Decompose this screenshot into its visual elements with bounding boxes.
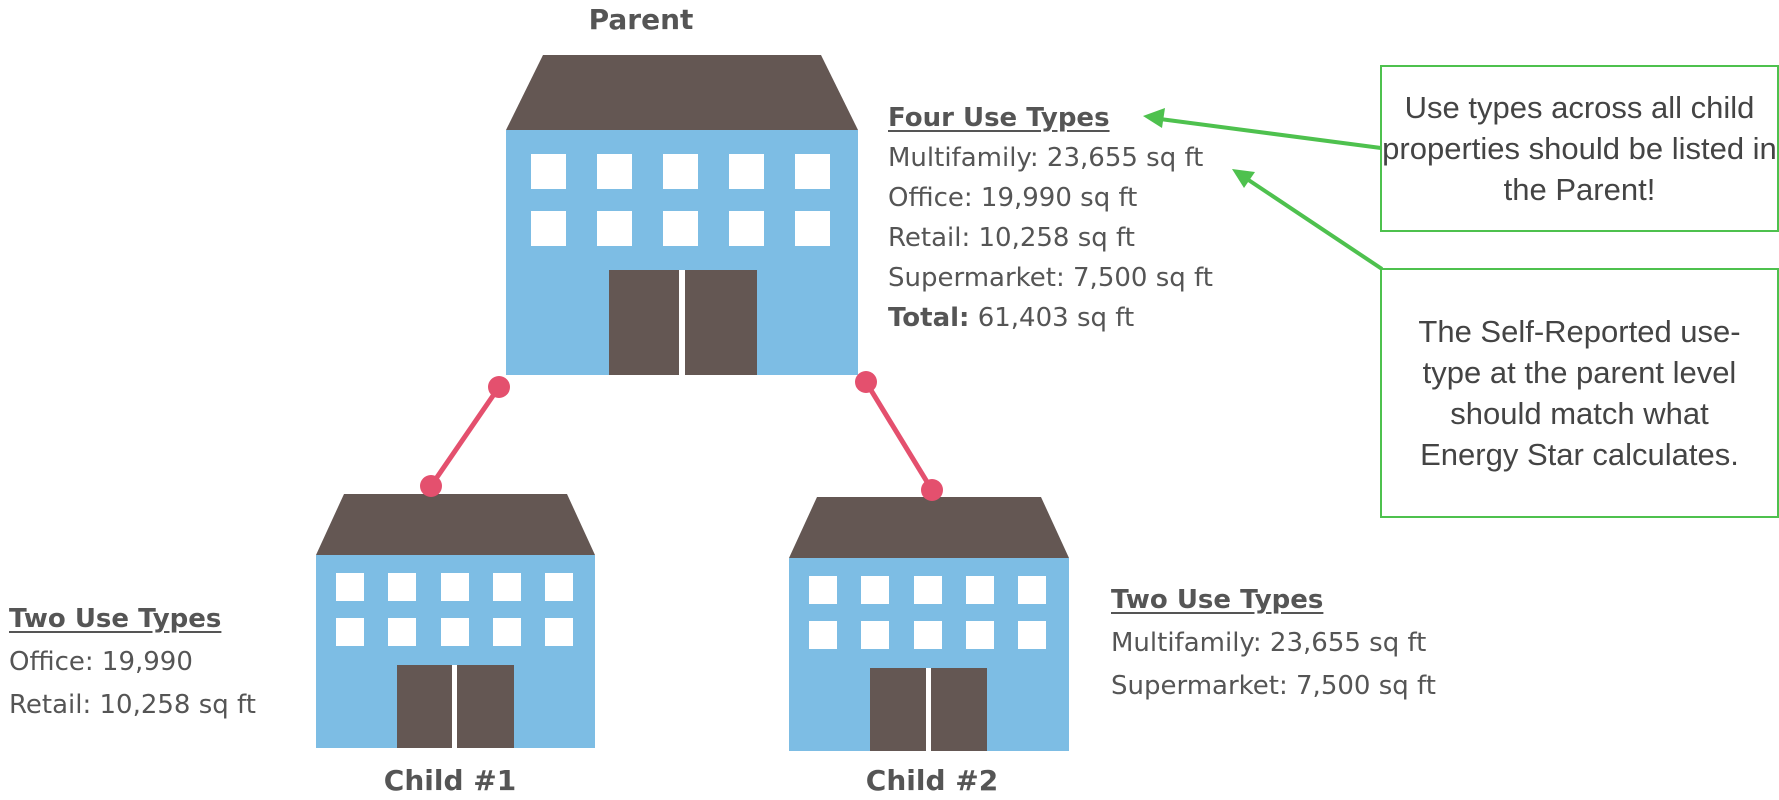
window	[861, 576, 889, 604]
window	[493, 618, 521, 646]
connector-dot	[921, 479, 943, 501]
connector-dot	[420, 475, 442, 497]
connector-dot	[855, 371, 877, 393]
window	[336, 573, 364, 601]
window	[388, 573, 416, 601]
parent-roof	[506, 55, 858, 130]
window	[729, 211, 764, 246]
window	[336, 618, 364, 646]
child2-building	[789, 497, 1069, 751]
window	[663, 154, 698, 189]
window	[531, 211, 566, 246]
use-row: Retail: 10,258 sq ft	[888, 223, 1135, 253]
window	[795, 154, 830, 189]
arrow-note1-to-heading	[1143, 108, 1382, 150]
child2-roof	[789, 497, 1069, 558]
child1-use-types: Two Use Types Office: 19,990 Retail: 10,…	[9, 598, 256, 727]
connector-parent-child1	[420, 376, 510, 497]
parent-building	[506, 55, 858, 375]
child2-windows	[809, 576, 1046, 649]
note-self-reported-match: The Self-Reported use-type at the parent…	[1380, 268, 1779, 518]
parent-title: Parent	[588, 3, 694, 36]
window	[1018, 621, 1046, 649]
window	[531, 154, 566, 189]
window	[729, 154, 764, 189]
window	[545, 573, 573, 601]
child1-use-heading: Two Use Types	[9, 604, 222, 634]
parent-windows	[531, 154, 830, 246]
child1-roof	[316, 494, 595, 555]
parent-use-types: Four Use Types Multifamily: 23,655 sq ft…	[888, 98, 1213, 338]
child2-door	[870, 668, 987, 751]
window	[795, 211, 830, 246]
parent-use-heading: Four Use Types	[888, 103, 1110, 133]
child2-use-types: Two Use Types Multifamily: 23,655 sq ft …	[1111, 579, 1436, 708]
window	[388, 618, 416, 646]
window	[966, 621, 994, 649]
window	[441, 618, 469, 646]
note-list-all-use-types: Use types across all child properties sh…	[1380, 65, 1779, 232]
connector-parent-child2	[855, 371, 943, 501]
use-row: Office: 19,990	[9, 647, 193, 677]
connector-dot	[488, 376, 510, 398]
window	[441, 573, 469, 601]
window	[597, 154, 632, 189]
use-row: Multifamily: 23,655 sq ft	[1111, 628, 1427, 658]
window	[809, 576, 837, 604]
total-row: Total: 61,403 sq ft	[888, 303, 1135, 333]
child1-title: Child #1	[383, 764, 517, 797]
child1-windows	[336, 573, 573, 646]
window	[597, 211, 632, 246]
window	[1018, 576, 1046, 604]
window	[809, 621, 837, 649]
arrow-note2-to-parent-uses	[1232, 169, 1384, 271]
window	[493, 573, 521, 601]
use-row: Office: 19,990 sq ft	[888, 183, 1138, 213]
window	[663, 211, 698, 246]
use-row: Multifamily: 23,655 sq ft	[888, 143, 1204, 173]
parent-door	[609, 270, 757, 375]
use-row: Retail: 10,258 sq ft	[9, 690, 256, 720]
window	[545, 618, 573, 646]
use-row: Supermarket: 7,500 sq ft	[1111, 671, 1436, 701]
total-label: Total:	[888, 303, 970, 333]
child2-title: Child #2	[865, 764, 999, 797]
window	[966, 576, 994, 604]
window	[861, 621, 889, 649]
use-row: Supermarket: 7,500 sq ft	[888, 263, 1213, 293]
child1-door	[397, 665, 514, 748]
child2-use-heading: Two Use Types	[1111, 585, 1324, 615]
window	[914, 621, 942, 649]
child1-building	[316, 494, 595, 748]
window	[914, 576, 942, 604]
